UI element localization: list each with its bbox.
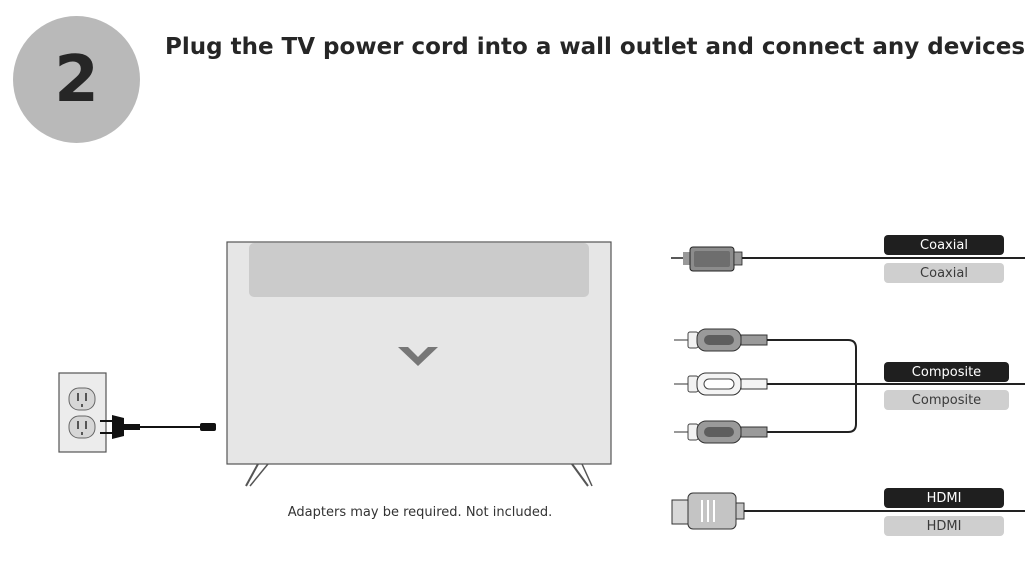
composite-label-dark: Composite (884, 362, 1009, 382)
hdmi-cable-icon (671, 492, 1025, 530)
wall-outlet-icon (58, 372, 107, 453)
vizio-logo-icon (398, 347, 438, 366)
tv-icon (226, 241, 612, 487)
coaxial-cable-icon (671, 246, 1025, 272)
hdmi-label-light: HDMI (884, 516, 1004, 536)
hdmi-label-dark: HDMI (884, 488, 1004, 508)
adapter-note: Adapters may be required. Not included. (287, 505, 553, 520)
composite-cable-icon (674, 328, 1025, 444)
coaxial-label-dark: Coaxial (884, 235, 1004, 255)
step-title: Plug the TV power cord into a wall outle… (165, 34, 1025, 60)
step-number: 2 (54, 42, 99, 117)
composite-label-light: Composite (884, 390, 1009, 410)
power-plug-icon (100, 415, 216, 439)
step-number-badge: 2 (13, 16, 140, 143)
coaxial-label-light: Coaxial (884, 263, 1004, 283)
